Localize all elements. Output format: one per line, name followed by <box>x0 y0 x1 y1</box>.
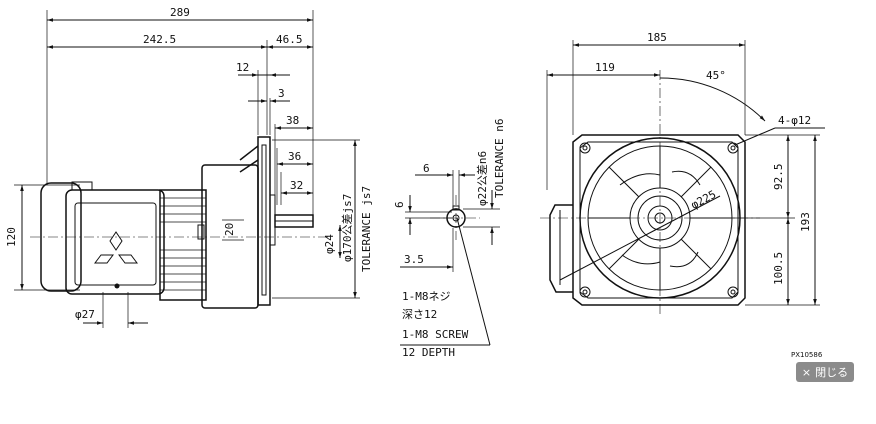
side-view: 289 242.5 46.5 12 3 38 36 32 120 φ170 <box>5 6 373 328</box>
dim-key-height-6: 6 <box>393 201 406 208</box>
dim-shaft-tolerance: TOLERANCE n6 <box>493 119 506 198</box>
dim-32: 32 <box>290 179 303 192</box>
dim-3-5: 3.5 <box>404 253 424 266</box>
dim-pilot-tolerance: TOLERANCE js7 <box>360 186 373 272</box>
dim-shaft-dia-22: φ22公差n6 <box>475 151 489 206</box>
dim-angle-45: 45° <box>706 69 726 82</box>
dim-shaft-dia-24: φ24 <box>323 234 336 254</box>
dim-20: 20 <box>223 223 236 236</box>
close-label: 閉じる <box>815 366 849 379</box>
note-screw-jp: 1-M8ネジ <box>402 290 451 303</box>
dim-key-width-6: 6 <box>423 162 430 175</box>
shaft-end-view: 6 6 3.5 φ22公差n6 TOLERANCE n6 1-M8ネジ 深さ12… <box>393 119 506 359</box>
dim-92-5: 92.5 <box>772 164 785 191</box>
note-depth-jp: 深さ12 <box>402 308 437 321</box>
dim-width-185: 185 <box>647 31 667 44</box>
dim-pcd-225: φ225 <box>689 188 719 212</box>
note-depth-en: 12 DEPTH <box>402 346 455 359</box>
dim-100-5: 100.5 <box>772 252 785 285</box>
dim-3: 3 <box>278 87 285 100</box>
close-button[interactable]: × 閉じる <box>796 362 854 382</box>
dim-conduit-27: φ27 <box>75 308 95 321</box>
note-screw-en: 1-M8 SCREW <box>402 328 469 341</box>
dim-pilot-dia: φ170公差js7 <box>340 194 354 262</box>
logo <box>94 231 138 264</box>
front-view: 185 119 45° 4-φ12 <box>540 31 825 315</box>
dim-119: 119 <box>595 61 615 74</box>
dim-overall-length: 289 <box>170 6 190 19</box>
close-icon: × <box>801 365 812 379</box>
dim-46-5: 46.5 <box>276 33 303 46</box>
dim-193: 193 <box>799 212 812 232</box>
dim-242-5: 242.5 <box>143 33 176 46</box>
dim-height-120: 120 <box>5 227 18 247</box>
dim-36: 36 <box>288 150 301 163</box>
dim-holes: 4-φ12 <box>778 114 811 127</box>
drawing-code: PX10586 <box>791 351 823 359</box>
dim-12: 12 <box>236 61 249 74</box>
dim-38: 38 <box>286 114 299 127</box>
